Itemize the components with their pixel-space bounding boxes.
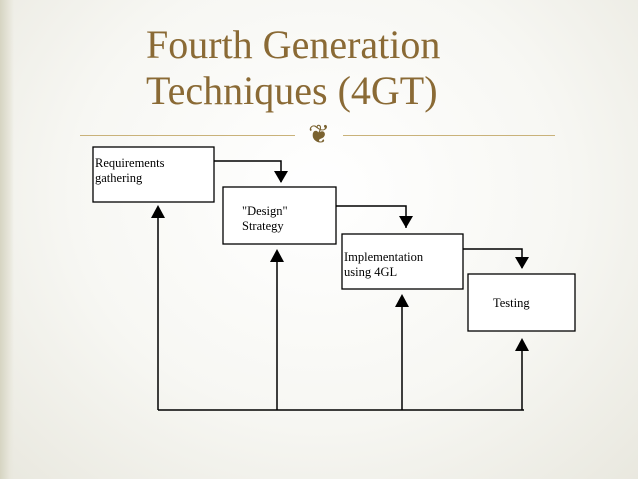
arrowhead-into-testing (515, 257, 529, 269)
step-label-design: "Design" Strategy (242, 204, 288, 233)
arrowhead-feedback-design (270, 249, 284, 262)
step-box-implementation (341, 233, 464, 290)
step-label-testing: Testing (493, 296, 530, 310)
ornament-icon: ❦ (308, 120, 330, 150)
arrowhead-into-design (274, 171, 288, 183)
title-divider-left (80, 135, 295, 136)
title-line-2: Techniques (4GT) (146, 68, 438, 113)
step-box-requirements (92, 146, 215, 203)
arrowhead-feedback-testing (515, 338, 529, 351)
arrowhead-into-implementation (399, 216, 413, 228)
step-label-requirements: Requirements gathering (95, 156, 165, 185)
arrowhead-feedback-implementation (395, 294, 409, 307)
title-line-1: Fourth Generation (146, 22, 441, 67)
arrowhead-feedback-requirements (151, 205, 165, 218)
title-divider-right (343, 135, 555, 136)
step-box-design (222, 186, 337, 245)
connector-requirements-to-design (214, 160, 282, 182)
connector-implementation-to-testing (463, 248, 523, 268)
slide-title: Fourth Generation Techniques (4GT) (146, 22, 566, 114)
connector-design-to-implementation (336, 205, 407, 228)
step-box-testing (467, 273, 576, 332)
step-label-implementation: Implementation using 4GL (344, 250, 424, 279)
decorative-side-band (0, 0, 14, 479)
